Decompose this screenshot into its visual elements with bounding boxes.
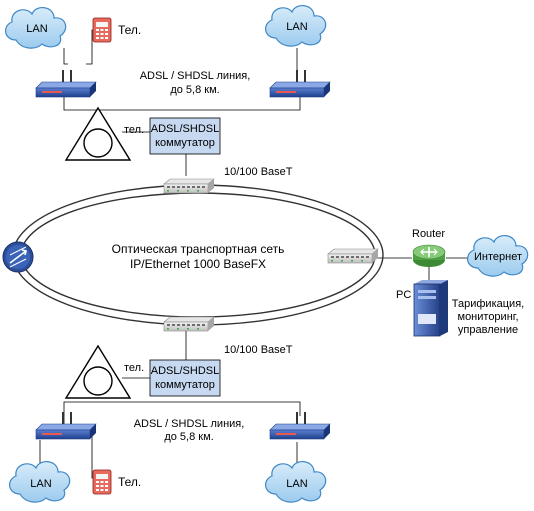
billing-label-2: мониторинг, <box>457 311 519 323</box>
baset-bottom-label: 10/100 BaseT <box>224 344 293 356</box>
modem-bottom-right-icon <box>269 411 331 440</box>
ring-hub-bottom-icon <box>163 316 215 332</box>
router-label: Router <box>412 228 446 240</box>
phone-top-label: Тел. <box>118 23 142 37</box>
switch-bottom-box <box>149 359 221 397</box>
pbx-triangle-bottom-icon <box>64 344 132 399</box>
switch-top-label-2: коммутатор <box>155 137 215 149</box>
ring-hub-right-icon <box>327 248 379 264</box>
lan-bottom-left-label: LAN <box>30 478 52 490</box>
ring-label-2: IP/Ethernet 1000 BaseFX <box>129 257 267 271</box>
switch-top-box <box>149 117 221 155</box>
lan-top-left-label: LAN <box>26 23 48 35</box>
billing-label-1: Тарификация, <box>451 298 525 310</box>
phone-top-icon <box>92 17 112 43</box>
billing-label-3: управление <box>457 324 519 336</box>
modem-top-left-icon <box>35 69 97 98</box>
switch-top-label-1: ADSL/SHDSL <box>150 123 220 135</box>
server-pc-icon <box>413 280 448 337</box>
modem-bottom-left-icon <box>35 411 97 440</box>
internet-label: Интернет <box>474 251 522 263</box>
router-icon <box>412 244 446 267</box>
switch-bottom-label-1: ADSL/SHDSL <box>150 365 220 377</box>
top-line-label-2: до 5,8 км. <box>170 84 220 96</box>
pc-label: PC <box>396 289 412 301</box>
lan-top-right-label: LAN <box>286 21 308 33</box>
top-line-label-1: ADSL / SHDSL линия, <box>139 70 251 82</box>
optical-coupler-icon <box>2 241 34 273</box>
modem-top-right-icon <box>269 69 331 98</box>
pbx-triangle-top-icon <box>64 106 132 161</box>
tel-bottom-label: тел. <box>124 362 145 374</box>
phone-bottom-label: Тел. <box>118 475 142 489</box>
switch-bottom-label-2: коммутатор <box>155 379 215 391</box>
lan-bottom-right-label: LAN <box>286 478 308 490</box>
ring-hub-top-icon <box>163 178 215 194</box>
phone-bottom-icon <box>92 469 112 495</box>
ring-label-1: Оптическая транспортная сеть <box>111 242 285 256</box>
bottom-line-label-2: до 5,8 км. <box>164 431 214 443</box>
tel-top-label: тел. <box>124 124 145 136</box>
baset-top-label: 10/100 BaseT <box>224 166 293 178</box>
bottom-line-label-1: ADSL / SHDSL линия, <box>133 418 245 430</box>
